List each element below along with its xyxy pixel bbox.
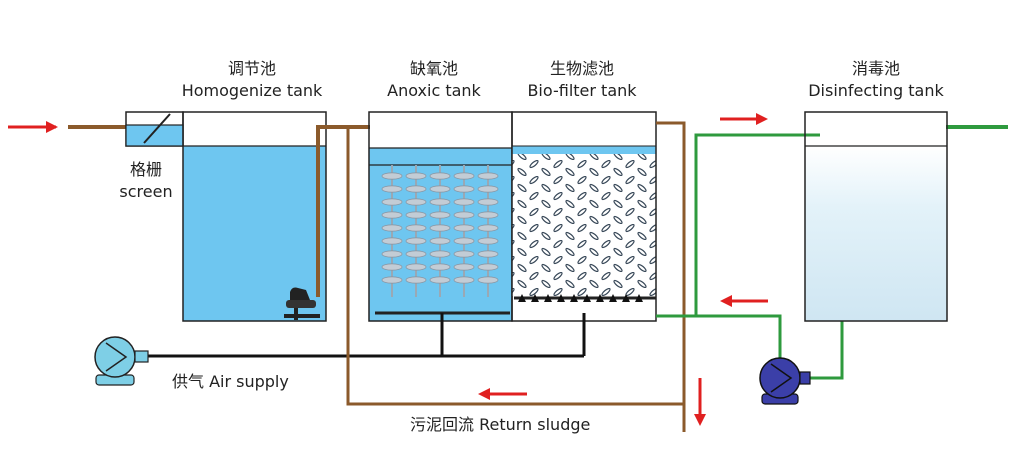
disinfecting-tank-label-cn: 消毒池 [852,59,900,78]
return-sludge-label: 污泥回流 Return sludge [410,415,590,434]
biofilter-tank-label-en: Bio-filter tank [527,81,637,100]
anoxic-tank-label-cn: 缺氧池 [410,59,458,78]
sludge-out-arrow-icon [694,414,706,426]
treated-water-pipe [656,125,1008,380]
water-pump-icon [759,357,811,405]
biofilter-diffuser-grid [514,294,656,302]
biofilter-tank-label-cn: 生物滤池 [550,59,614,78]
anoxic-tank-label-en: Anoxic tank [387,81,481,100]
screen-label-en: screen [119,182,172,201]
submersible-pump-icon [284,287,320,320]
air-supply-line [148,313,586,358]
homogenize-tank-label-cn: 调节池 [228,59,276,78]
screen-box [125,111,184,147]
homogenize-tank-label-en: Homogenize tank [182,81,323,100]
return-sludge-pipe [346,127,684,406]
outflow-arrow-icon [756,113,768,125]
air-supply-label: 供气 Air supply [172,372,289,391]
transfer-pipe [316,125,370,297]
inlet-flow-arrow-icon [46,121,58,133]
recirculation-arrow-icon [720,295,732,307]
air-pump-icon [94,336,149,386]
biofilter-tank [511,111,657,322]
overflow-pipe [656,121,686,432]
disinfecting-tank [804,111,948,322]
screen-label-cn: 格栅 [130,160,162,179]
media-carriers [381,165,499,297]
return-flow-arrow-icon [478,388,490,400]
disinfecting-tank-label-en: Disinfecting tank [808,81,944,100]
